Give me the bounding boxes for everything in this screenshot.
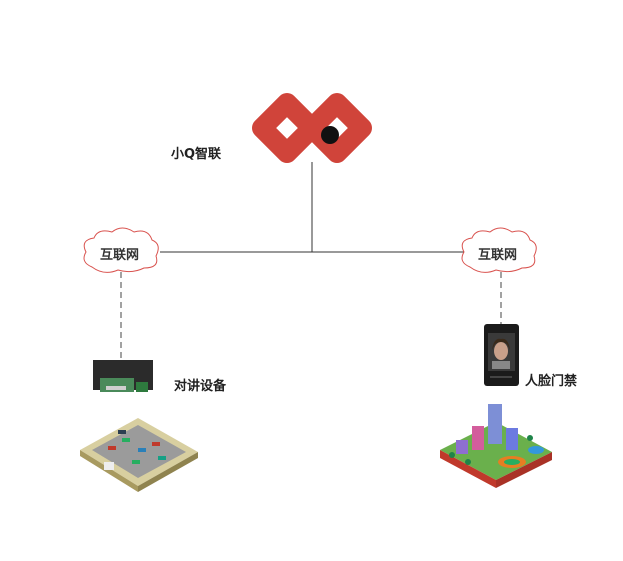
face-access-label: 人脸门禁 <box>525 374 578 389</box>
cloud-right-label: 互联网 <box>478 248 518 263</box>
face-terminal-icon <box>484 324 519 386</box>
cloud-icon <box>83 227 159 273</box>
cloud-left-label: 互联网 <box>100 248 140 263</box>
intercom-device-icon <box>93 360 153 392</box>
community-icon <box>440 404 552 488</box>
cloud-icon <box>461 227 537 273</box>
platform-label: 小Q智联 <box>171 147 222 162</box>
parking-lot-icon <box>80 418 198 492</box>
intercom-label: 对讲设备 <box>174 379 227 394</box>
logo-icon <box>252 93 372 163</box>
